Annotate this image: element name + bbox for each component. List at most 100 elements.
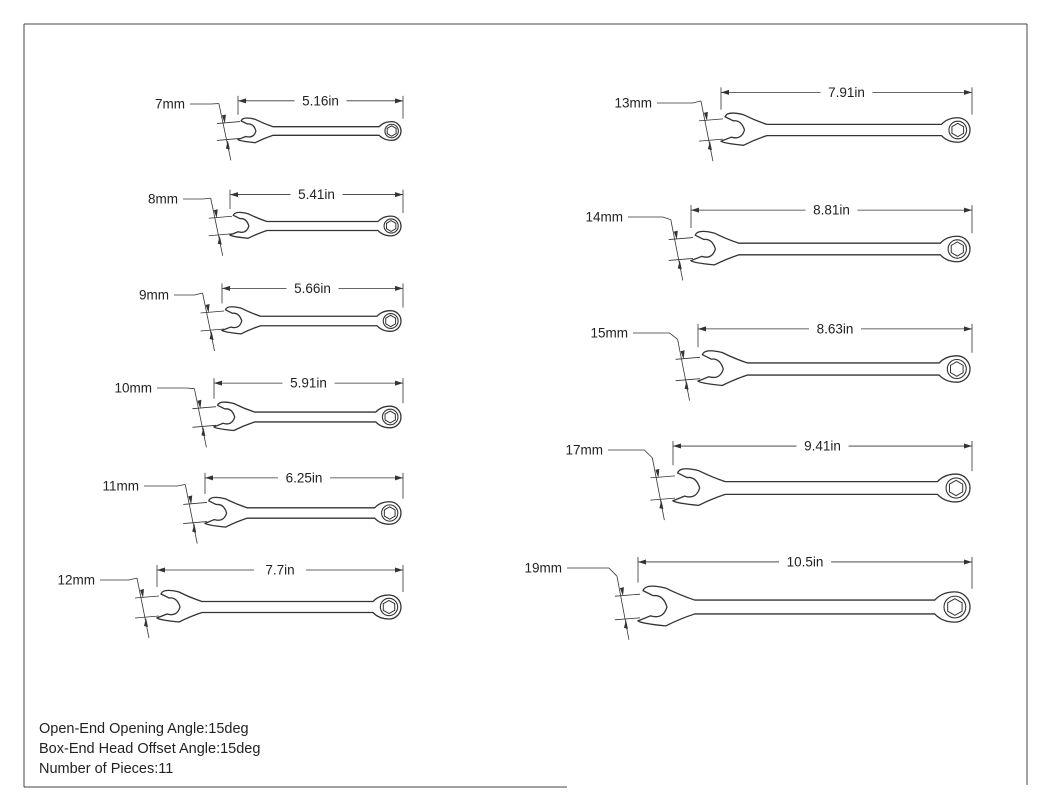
dim-arrow-left <box>214 380 222 386</box>
wrench-outline <box>220 306 402 335</box>
size-witness-bottom <box>192 424 217 428</box>
wrench-size-label: 13mm <box>614 96 652 111</box>
size-arrow-top <box>221 114 226 124</box>
dim-arrow-left <box>238 98 246 104</box>
wrench-size-label: 14mm <box>585 210 623 225</box>
wrench-outline <box>696 350 971 387</box>
size-arrow-bottom <box>684 380 689 390</box>
wrench-outline <box>228 211 402 239</box>
wrench-size-label: 15mm <box>590 326 628 341</box>
wrench-length-label: 5.16in <box>302 93 339 108</box>
box-end-ring <box>947 239 967 259</box>
size-arrow-bottom <box>209 331 214 341</box>
box-end-ring <box>381 408 399 426</box>
box-end-ring <box>379 597 399 617</box>
size-leader <box>651 457 665 521</box>
wrench-outline <box>689 230 971 266</box>
dim-arrow-right <box>395 285 403 291</box>
box-end-ring <box>383 218 399 234</box>
size-label-leader <box>633 332 678 340</box>
size-witness-top <box>216 121 241 124</box>
wrench-size-label: 19mm <box>524 561 562 576</box>
dim-arrow-left <box>222 285 230 291</box>
box-end-hex <box>951 122 965 138</box>
dim-arrow-left <box>691 207 699 213</box>
size-witness-bottom <box>698 138 724 142</box>
size-leader <box>218 103 232 161</box>
wrench-outline <box>155 589 402 623</box>
dim-arrow-left <box>230 192 238 198</box>
size-arrow-top <box>188 495 193 505</box>
size-arrow-bottom <box>225 140 230 150</box>
size-witness-top <box>698 118 724 122</box>
size-leader <box>677 339 690 401</box>
note-head-offset: Box-End Head Offset Angle:15deg <box>39 741 261 757</box>
dim-arrow-right <box>964 559 972 565</box>
size-label-leader <box>657 100 702 104</box>
wrench-size-label: 10mm <box>114 381 152 396</box>
dim-arrow-right <box>964 89 972 95</box>
size-arrow-top <box>197 399 202 409</box>
size-arrow-top <box>140 589 144 598</box>
size-arrow-top <box>655 468 660 478</box>
size-arrow-top <box>619 587 624 597</box>
box-end-ring <box>382 313 399 329</box>
size-label-leader <box>174 292 203 296</box>
box-end-ring <box>948 120 968 140</box>
size-arrow-top <box>205 303 210 313</box>
box-end-hex <box>384 410 396 424</box>
box-end-hex <box>383 506 396 520</box>
size-leader <box>616 576 630 640</box>
wrench-15mm: 8.63in 15mm <box>590 321 973 401</box>
size-witness-bottom <box>216 138 241 141</box>
size-arrow-bottom <box>707 141 712 151</box>
size-arrow-bottom <box>677 260 682 270</box>
size-witness-top <box>200 310 225 314</box>
box-end-ring <box>946 358 967 380</box>
wrench-outline <box>212 401 402 432</box>
wrench-outline <box>636 585 971 627</box>
wrench-size-label: 7mm <box>155 97 185 112</box>
wrench-length-label: 6.25in <box>286 470 323 485</box>
size-leader <box>700 100 714 162</box>
size-label-leader <box>144 484 186 487</box>
size-witness-top <box>675 356 701 360</box>
box-end-ring <box>384 123 399 139</box>
dim-arrow-right <box>395 475 403 481</box>
size-arrow-bottom <box>659 500 664 510</box>
wrench-outline <box>719 112 971 146</box>
size-arrow-bottom <box>217 235 222 245</box>
wrench-outline <box>236 117 402 144</box>
box-end-hex <box>950 241 964 257</box>
wrench-length-label: 10.5in <box>787 554 824 569</box>
box-end-hex <box>385 220 397 232</box>
wrench-length-label: 7.7in <box>265 563 294 578</box>
wrench-length-label: 8.63in <box>817 321 854 336</box>
size-leader <box>210 198 224 256</box>
size-leader <box>184 484 198 544</box>
size-label-leader <box>628 216 671 220</box>
box-end-ring <box>381 504 399 522</box>
size-witness-bottom <box>200 328 225 332</box>
size-label-leader <box>100 577 138 581</box>
box-end-hex <box>947 598 963 616</box>
size-witness-bottom <box>134 615 160 619</box>
wrench-length-label: 5.91in <box>290 376 327 391</box>
box-end-hex <box>948 479 964 497</box>
wrench-size-label: 17mm <box>565 443 603 458</box>
dim-arrow-right <box>395 98 403 104</box>
size-label-leader <box>183 197 211 200</box>
size-leader <box>136 577 150 639</box>
size-witness-bottom <box>675 378 701 382</box>
size-leader <box>670 219 684 281</box>
box-end-ring <box>943 595 967 619</box>
note-opening-angle: Open-End Opening Angle:15deg <box>39 721 249 737</box>
size-arrow-bottom <box>192 523 197 533</box>
